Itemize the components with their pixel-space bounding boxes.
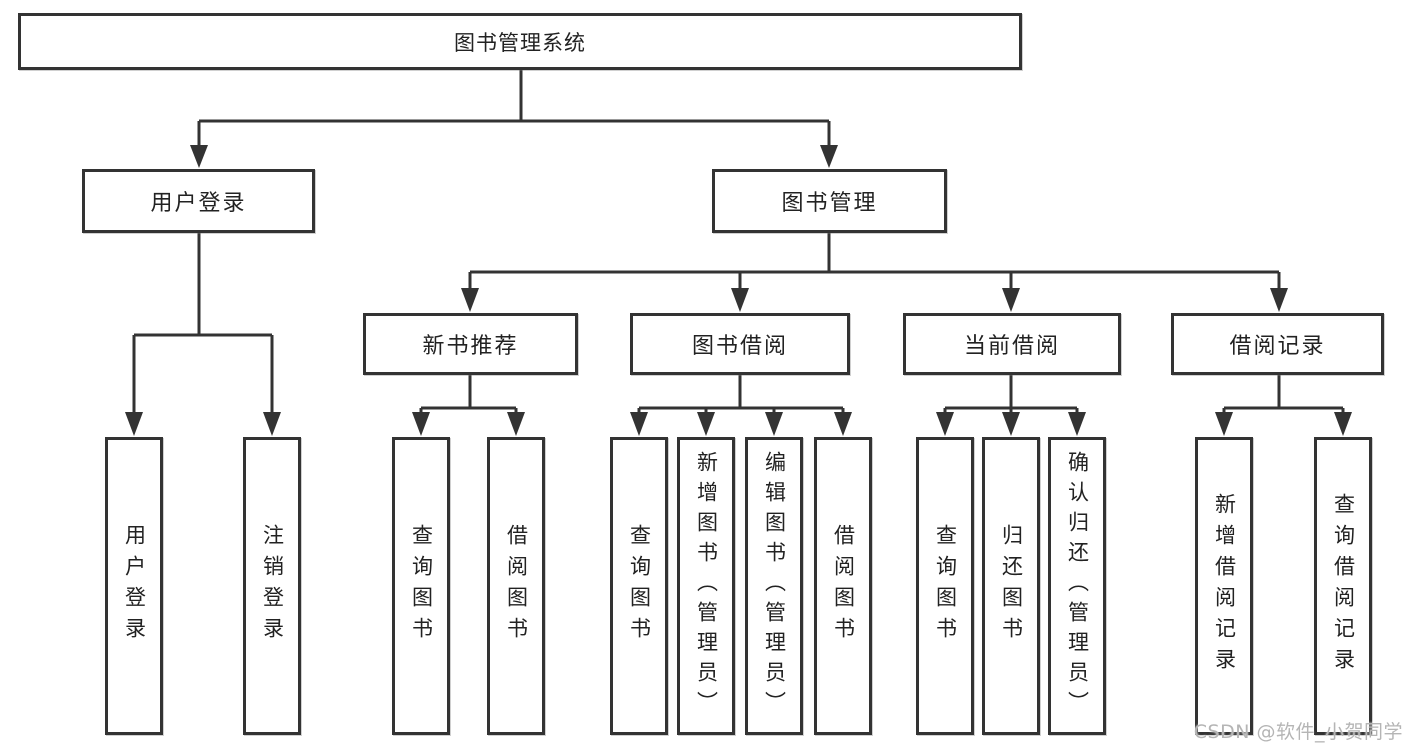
leaf-user-login-label: 用户登录 xyxy=(122,524,147,648)
leaf-confirm-return-admin: 确认归还（管理员） xyxy=(1048,437,1106,735)
leaf-confirm-return-admin-label: 确认归还（管理员） xyxy=(1065,451,1090,721)
leaf-return-books-label: 归还图书 xyxy=(999,524,1024,648)
leaf-user-login: 用户登录 xyxy=(105,437,163,735)
node-current-borrow-label: 当前借阅 xyxy=(963,334,1060,359)
node-root-system: 图书管理系统 xyxy=(18,13,1022,70)
node-book-management-branch-label: 图书管理 xyxy=(781,191,878,216)
node-current-borrow: 当前借阅 xyxy=(903,313,1121,375)
node-borrow-records: 借阅记录 xyxy=(1171,313,1384,375)
leaf-query-books-recommend: 查询图书 xyxy=(392,437,450,735)
leaf-query-books-borrow: 查询图书 xyxy=(610,437,668,735)
leaf-query-books-current-label: 查询图书 xyxy=(933,524,958,648)
node-user-login-branch: 用户登录 xyxy=(82,169,315,233)
node-book-borrow-label: 图书借阅 xyxy=(691,334,788,359)
leaf-add-books-admin: 新增图书（管理员） xyxy=(677,437,735,735)
leaf-borrow-books-label: 借阅图书 xyxy=(831,524,856,648)
leaf-borrow-books: 借阅图书 xyxy=(814,437,872,735)
node-root-label: 图书管理系统 xyxy=(454,30,586,55)
node-book-management-branch: 图书管理 xyxy=(712,169,947,233)
leaf-query-books-borrow-label: 查询图书 xyxy=(627,524,652,648)
leaf-borrow-books-recommend-label: 借阅图书 xyxy=(504,524,529,648)
leaf-add-books-admin-label: 新增图书（管理员） xyxy=(694,451,719,721)
leaf-query-books-current: 查询图书 xyxy=(916,437,974,735)
node-user-login-branch-label: 用户登录 xyxy=(150,191,247,216)
leaf-edit-books-admin-label: 编辑图书（管理员） xyxy=(762,451,787,721)
leaf-query-books-recommend-label: 查询图书 xyxy=(409,524,434,648)
leaf-return-books: 归还图书 xyxy=(982,437,1040,735)
node-new-book-recommend: 新书推荐 xyxy=(363,313,578,375)
leaf-logout: 注销登录 xyxy=(243,437,301,735)
leaf-query-borrow-record-label: 查询借阅记录 xyxy=(1331,493,1356,679)
leaf-logout-label: 注销登录 xyxy=(260,524,285,648)
leaf-query-borrow-record: 查询借阅记录 xyxy=(1314,437,1372,735)
node-book-borrow: 图书借阅 xyxy=(630,313,850,375)
leaf-borrow-books-recommend: 借阅图书 xyxy=(487,437,545,735)
node-borrow-records-label: 借阅记录 xyxy=(1229,334,1326,359)
leaf-add-borrow-record-label: 新增借阅记录 xyxy=(1212,493,1237,679)
leaf-add-borrow-record: 新增借阅记录 xyxy=(1195,437,1253,735)
node-new-book-recommend-label: 新书推荐 xyxy=(422,334,519,359)
csdn-watermark: CSDN @软件_小贺同学 xyxy=(1193,721,1403,743)
leaf-edit-books-admin: 编辑图书（管理员） xyxy=(745,437,803,735)
